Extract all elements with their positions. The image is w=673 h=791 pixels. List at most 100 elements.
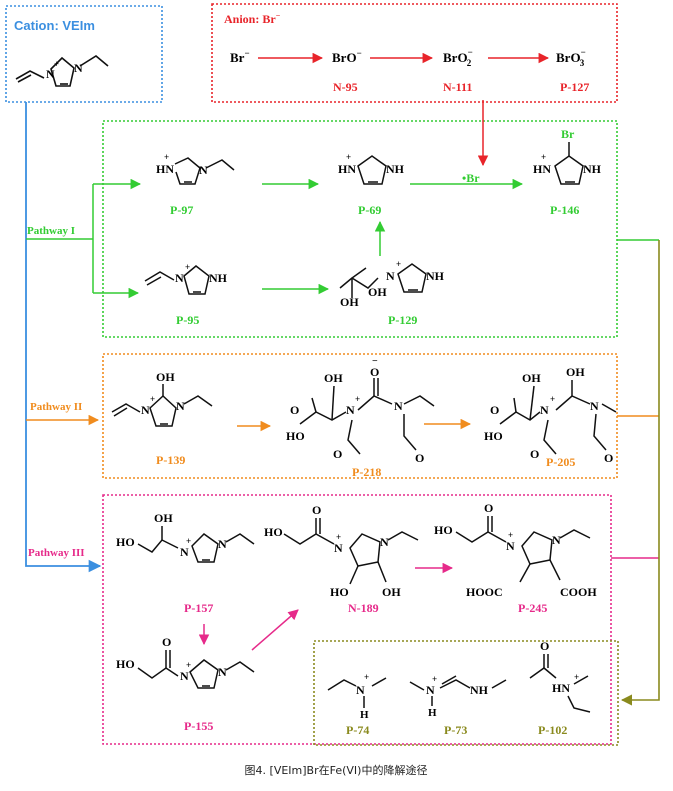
pathway2-label: Pathway II <box>30 401 82 413</box>
p102-o: O <box>540 639 549 653</box>
p69-nh: NH <box>386 162 405 176</box>
p69-plus: + <box>346 152 351 162</box>
structure-p129 <box>339 263 427 298</box>
label-p139: P-139 <box>156 453 185 467</box>
label-p155: P-155 <box>184 719 213 733</box>
p205-ho: HO <box>484 429 503 443</box>
structure-p146 <box>554 142 584 185</box>
pathway1-branch <box>26 178 524 299</box>
p205-plus: + <box>550 394 555 404</box>
p155-n: N <box>218 665 227 679</box>
p95-n: N <box>175 271 184 285</box>
structure-p205 <box>499 380 617 455</box>
pathway1-label: Pathway I <box>27 225 75 237</box>
structure-p97 <box>174 157 235 185</box>
label-p97: P-97 <box>170 203 193 217</box>
p218-o-top: O <box>370 365 379 379</box>
pathway3-label: Pathway III <box>28 547 85 559</box>
p139-plus: + <box>150 394 155 404</box>
p245-ho: HO <box>434 523 453 537</box>
label-p205: P-205 <box>546 455 575 469</box>
code-p127: P-127 <box>560 80 589 94</box>
label-p245: P-245 <box>518 601 547 615</box>
n189-ho-bottom: HO <box>330 585 349 599</box>
p218-minus: − <box>372 356 378 367</box>
p245-n: N <box>552 533 561 547</box>
p245-o: O <box>484 501 493 515</box>
n189-o: O <box>312 503 321 517</box>
p218-o-bottom2: O <box>415 451 424 465</box>
p218-plus: + <box>355 394 360 404</box>
p157-oh: OH <box>154 511 173 525</box>
p205-n-plus: N <box>540 403 549 417</box>
p155-n-plus: N <box>180 669 189 683</box>
cation-label: Cation: VEIm <box>14 18 95 33</box>
p155-ho: HO <box>116 657 135 671</box>
label-n189: N-189 <box>348 601 379 615</box>
p97-hn: HN <box>156 162 174 176</box>
p157-plus: + <box>186 536 191 546</box>
structure-p102 <box>529 654 591 713</box>
p155-o: O <box>162 635 171 649</box>
structure-p218 <box>299 378 435 455</box>
p102-plus: + <box>574 672 579 682</box>
cation-plus-sign: + <box>54 59 59 69</box>
p102-hn: HN <box>552 681 570 695</box>
p245-n-plus: N <box>506 539 515 553</box>
structure-p155 <box>137 650 255 689</box>
label-p74: P-74 <box>346 723 369 737</box>
label-p73: P-73 <box>444 723 467 737</box>
p157-ho: HO <box>116 535 135 549</box>
p129-oh2: OH <box>368 285 387 299</box>
p146-br: Br <box>561 127 575 141</box>
n189-n: N <box>380 535 389 549</box>
label-p218: P-218 <box>352 465 381 479</box>
p74-n: N <box>356 683 365 697</box>
p218-n: N <box>394 399 403 413</box>
p205-oh-top2: OH <box>566 365 585 379</box>
cation-box <box>5 5 163 103</box>
p205-n: N <box>590 399 599 413</box>
cation-n-plus: N <box>46 67 55 81</box>
structure-p74 <box>327 677 387 708</box>
p146-hn: HN <box>533 162 551 176</box>
p245-cooh: COOH <box>560 585 597 599</box>
code-n111: N-111 <box>443 80 472 94</box>
anion-box <box>211 3 618 103</box>
p73-plus: + <box>432 674 437 684</box>
p97-plus: + <box>164 152 169 162</box>
p139-n-plus: N <box>141 403 150 417</box>
p146-nh: NH <box>583 162 602 176</box>
label-p102: P-102 <box>538 723 567 737</box>
p73-h: H <box>428 707 437 719</box>
pathway2-arrows <box>26 414 472 432</box>
label-p157: P-157 <box>184 601 213 615</box>
p205-o-bottom2: O <box>604 451 613 465</box>
p218-o-left: O <box>290 403 299 417</box>
anion-arrows <box>258 52 550 167</box>
p157-n-plus: N <box>180 545 189 559</box>
structure-p73 <box>409 675 507 706</box>
p73-n-plus: N <box>426 683 435 697</box>
p205-o-left: O <box>490 403 499 417</box>
p218-oh-top: OH <box>324 371 343 385</box>
p69-hn: HN <box>338 162 356 176</box>
p97-n: N <box>199 163 208 177</box>
p157-n: N <box>218 537 227 551</box>
structure-p95 <box>144 265 210 295</box>
p74-plus: + <box>364 672 369 682</box>
p205-oh-top: OH <box>522 371 541 385</box>
collector-lines <box>611 239 660 706</box>
p95-plus: + <box>185 262 190 272</box>
cation-n: N <box>74 61 83 75</box>
p129-plus: + <box>396 259 401 269</box>
anion-label: Anion: Br− <box>224 11 281 26</box>
p218-n-plus: N <box>346 403 355 417</box>
structure-p245 <box>455 516 591 583</box>
n189-n-plus: N <box>334 541 343 555</box>
final-products-box <box>313 640 619 746</box>
structure-p69 <box>357 155 387 185</box>
p139-n: N <box>176 399 185 413</box>
p218-ho: HO <box>286 429 305 443</box>
